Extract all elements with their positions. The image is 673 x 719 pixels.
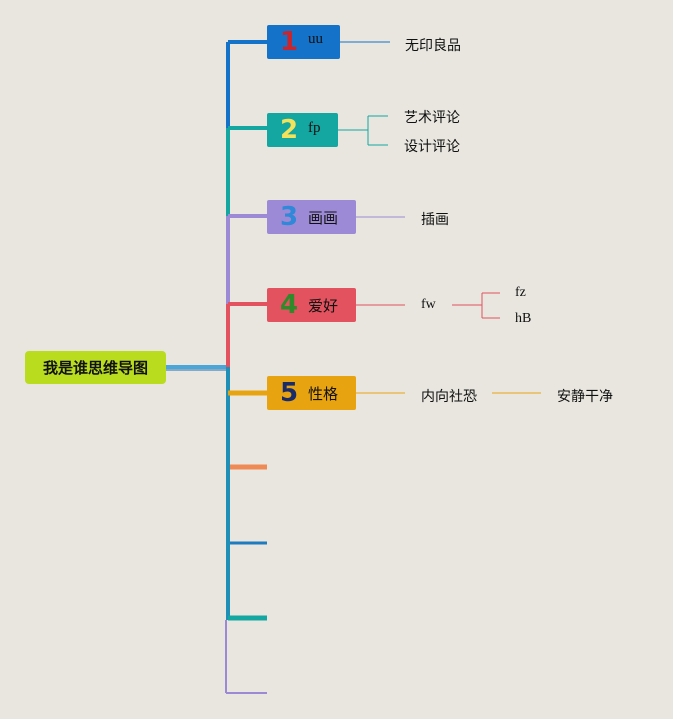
branch-node-1[interactable]: 1 uu bbox=[267, 25, 340, 59]
branch-number: 5 bbox=[279, 378, 299, 408]
leaf-node[interactable]: 艺术评论 bbox=[404, 110, 460, 126]
root-node[interactable]: 我是谁思维导图 bbox=[25, 351, 166, 384]
subleaf-node[interactable]: 安静干净 bbox=[557, 389, 613, 405]
branch-label: 性格 bbox=[308, 384, 339, 403]
leaf-node[interactable]: 内向社恐 bbox=[421, 389, 477, 405]
branch-number: 4 bbox=[279, 290, 299, 320]
branch-number: 3 bbox=[279, 202, 299, 232]
root-label: 我是谁思维导图 bbox=[42, 359, 148, 377]
leaf-node[interactable]: fw bbox=[421, 297, 436, 312]
branch-label: fp bbox=[308, 119, 321, 136]
subleaf-node[interactable]: fz bbox=[515, 285, 526, 300]
leaf-node[interactable]: 无印良品 bbox=[405, 38, 461, 54]
branch-number: 1 bbox=[279, 27, 299, 57]
subleaf-node[interactable]: hB bbox=[515, 311, 532, 326]
leaf-node[interactable]: 设计评论 bbox=[404, 139, 460, 155]
branch-node-4[interactable]: 4 爱好 bbox=[267, 288, 356, 322]
branch-number: 2 bbox=[279, 115, 299, 145]
branch-label: 爱好 bbox=[308, 296, 339, 315]
branch-label: uu bbox=[308, 30, 323, 47]
leaf-node[interactable]: 插画 bbox=[421, 212, 449, 228]
branch-node-2[interactable]: 2 fp bbox=[267, 113, 338, 147]
branch-label: 画画 bbox=[308, 208, 339, 227]
branch-node-3[interactable]: 3 画画 bbox=[267, 200, 356, 234]
branch-node-5[interactable]: 5 性格 bbox=[267, 376, 356, 410]
